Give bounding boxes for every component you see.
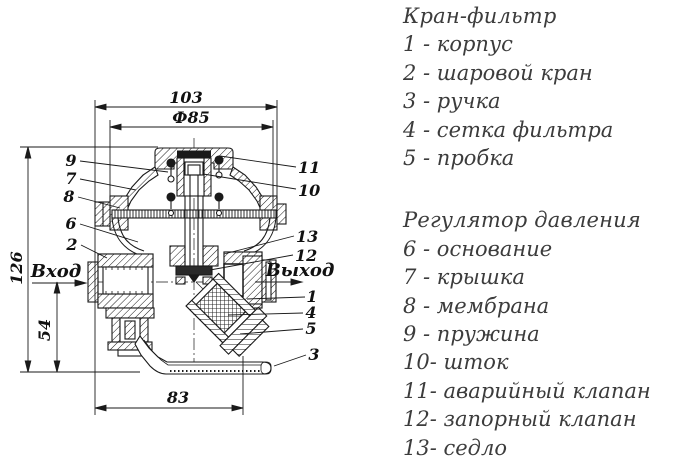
dim-f85 — [109, 123, 274, 131]
valve-cone — [187, 274, 201, 283]
callout-4: 4 — [305, 303, 316, 322]
legend-item: 8 - мембрана — [403, 293, 550, 318]
legend-item: 13- седло — [403, 435, 508, 460]
valve-body — [87, 147, 287, 375]
dim-83 — [94, 404, 244, 412]
valve-cross-section-drawing: 103 Ф85 126 54 83 Вход Выход 9 7 8 6 2 1… — [7, 88, 335, 415]
ball-valve — [105, 307, 155, 357]
legend-item: 2 - шаровой кран — [403, 60, 593, 85]
legend-item: 11- аварийный клапан — [403, 378, 651, 403]
valve-seat-left — [175, 276, 186, 285]
callout-2: 2 — [65, 235, 77, 254]
filter-branch — [185, 272, 270, 358]
dim-54 — [53, 281, 61, 373]
outlet-label: Выход — [265, 260, 335, 281]
shutoff-valve — [175, 265, 213, 276]
valve-drawing-svg: 103 Ф85 126 54 83 Вход Выход 9 7 8 6 2 1… — [7, 88, 335, 415]
callout-leaders — [77, 155, 307, 367]
legend-item: 6 - основание — [403, 236, 553, 261]
dim-103 — [94, 103, 278, 111]
spring-bolts — [166, 155, 224, 217]
legend-item: 9 - пружина — [403, 322, 540, 347]
dim-label-126: 126 — [7, 251, 26, 284]
dim-label-54: 54 — [35, 319, 54, 341]
dim-label-83: 83 — [166, 388, 189, 407]
inlet-port — [87, 253, 154, 309]
inlet-label: Вход — [30, 261, 81, 282]
callout-12: 12 — [295, 246, 317, 265]
callout-10: 10 — [298, 181, 320, 200]
legend-item: 10- шток — [403, 350, 509, 375]
dim-label-103: 103 — [169, 88, 202, 107]
stem — [169, 175, 219, 267]
inlet-flow-arrow — [32, 279, 88, 287]
legend-item: 3 - ручка — [403, 89, 501, 114]
callout-numbers: 9 7 8 6 2 11 10 13 12 1 4 5 3 — [62, 151, 320, 364]
outlet-flow-arrow — [255, 278, 304, 286]
legend-section-regulator: Регулятор давления 6 - основание 7 - кры… — [403, 206, 691, 462]
handle-lever — [134, 335, 272, 375]
dimensions — [20, 100, 304, 415]
legend-item: 7 - крышка — [403, 265, 525, 290]
dim-label-f85: Ф85 — [172, 108, 209, 127]
dim-126 — [24, 146, 32, 373]
legend-item: 12- запорный клапан — [403, 407, 637, 432]
membrane — [111, 209, 277, 219]
filter-mesh — [195, 282, 247, 334]
callout-7: 7 — [65, 169, 76, 188]
callout-11: 11 — [298, 158, 320, 177]
legend: Кран-фильтр 1 - корпус 2 - шаровой кран … — [403, 2, 691, 462]
callout-8: 8 — [62, 187, 74, 206]
legend-item: 5 - пробка — [403, 146, 515, 171]
flange-bolt-cap-right — [276, 203, 287, 225]
legend-title-filter: Кран-фильтр — [403, 4, 557, 28]
callout-9: 9 — [65, 151, 76, 170]
callout-3: 3 — [308, 345, 319, 364]
callout-5: 5 — [305, 319, 316, 338]
adjuster-insert — [177, 150, 211, 158]
legend-item: 4 - сетка фильтра — [403, 117, 614, 142]
callout-6: 6 — [65, 214, 76, 233]
legend-item: 1 - корпус — [403, 32, 513, 57]
legend-title-regulator: Регулятор давления — [403, 208, 642, 233]
legend-section-filter: Кран-фильтр 1 - корпус 2 - шаровой кран … — [403, 2, 691, 172]
callout-13: 13 — [296, 227, 318, 246]
callout-1: 1 — [306, 287, 317, 306]
